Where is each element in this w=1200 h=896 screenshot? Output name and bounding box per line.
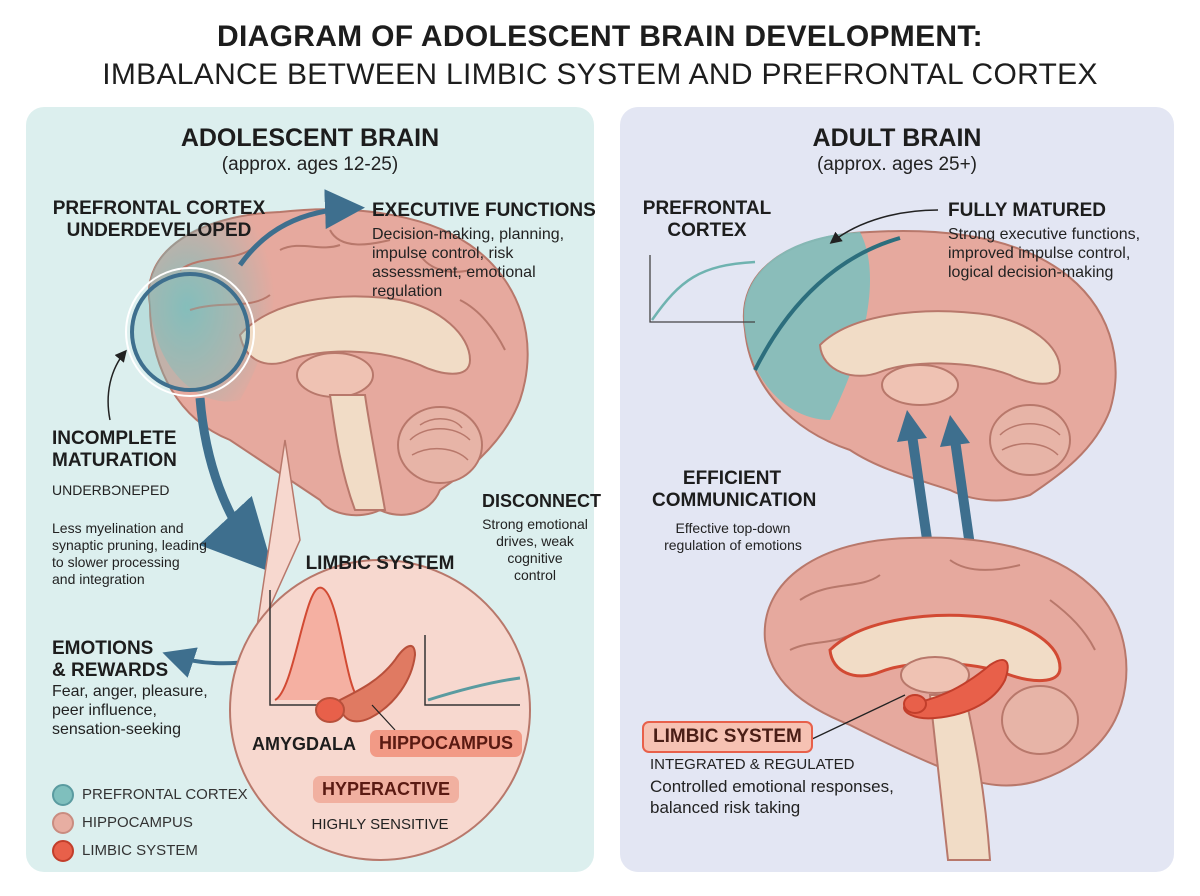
adult-brain-bottom	[763, 536, 1128, 861]
pfc-to-limbic-arrow	[195, 397, 275, 574]
matured-arrow	[829, 209, 939, 244]
matured-curve-axes	[649, 255, 755, 323]
executive-functions-title: EXECUTIVE FUNCTIONS	[372, 200, 596, 221]
adult-brain-top	[742, 230, 1117, 502]
incomplete-arrow	[107, 349, 127, 421]
adolescent-brain	[125, 208, 529, 517]
adult-pfc-label: PREFRONTAL CORTEX	[642, 198, 772, 241]
adolescent-ages: (approx. ages 12-25)	[221, 154, 399, 175]
legend-label-hippocampus: HIPPOCAMPUS	[82, 814, 193, 831]
legend-swatch-pfc	[52, 784, 74, 806]
adult-ages: (approx. ages 25+)	[816, 154, 977, 175]
adolescent-heading: ADOLESCENT BRAIN	[180, 124, 440, 152]
myelination-body: Less myelination and synaptic pruning, l…	[52, 520, 207, 587]
amygdala-label: AMYGDALA	[252, 734, 356, 754]
matured-curve	[650, 260, 756, 321]
underdeveloped-caption: UNDERBƆNEPED	[52, 482, 170, 498]
limbic-system-title: LIMBIC SYSTEM	[305, 553, 455, 574]
incomplete-maturation-label: INCOMPLETE MATURATION	[52, 428, 177, 471]
adult-limbic-badge: LIMBIC SYSTEM	[642, 721, 813, 753]
exec-arrow	[237, 189, 365, 267]
integrated-regulated-label: INTEGRATED & REGULATED	[650, 756, 855, 773]
page-subtitle: IMBALANCE BETWEEN LIMBIC SYSTEM AND PREF…	[102, 58, 1098, 91]
legend-swatch-limbic	[52, 840, 74, 862]
controlled-responses-body: Controlled emotional responses, balanced…	[650, 777, 894, 817]
page-title: DIAGRAM OF ADOLESCENT BRAIN DEVELOPMENT:	[217, 20, 983, 53]
limbic-leader-line	[809, 694, 906, 741]
hyperactive-badge: HYPERACTIVE	[313, 776, 460, 803]
adult-heading: ADULT BRAIN	[812, 124, 982, 152]
emotions-body: Fear, anger, pleasure, peer influence, s…	[52, 683, 208, 738]
disconnect-title: DISCONNECT	[482, 491, 602, 511]
efficient-communication-label: EFFICIENT COMMUNICATION	[652, 468, 817, 511]
legend-label-pfc: PREFRONTAL CORTEX	[82, 786, 248, 803]
highly-sensitive-label: HIGHLY SENSITIVE	[311, 816, 449, 833]
emotions-rewards-label: EMOTIONS & REWARDS	[52, 638, 169, 681]
disconnect-body: Strong emotional drives, weak cognitive …	[482, 516, 588, 583]
fully-matured-body: Strong executive functions, improved imp…	[948, 226, 1141, 281]
hippocampus-badge: HIPPOCAMPUS	[370, 730, 523, 757]
pfc-underdeveloped-label: PREFRONTAL CORTEX UNDERDEVELOPED	[52, 198, 266, 241]
fully-matured-title: FULLY MATURED	[948, 200, 1106, 221]
efficient-body: Effective top-down regulation of emotion…	[664, 520, 802, 553]
legend-label-limbic: LIMBIC SYSTEM	[82, 842, 198, 859]
executive-functions-body: Decision-making, planning, impulse contr…	[372, 226, 565, 300]
legend-swatch-hippocampus	[52, 812, 74, 834]
